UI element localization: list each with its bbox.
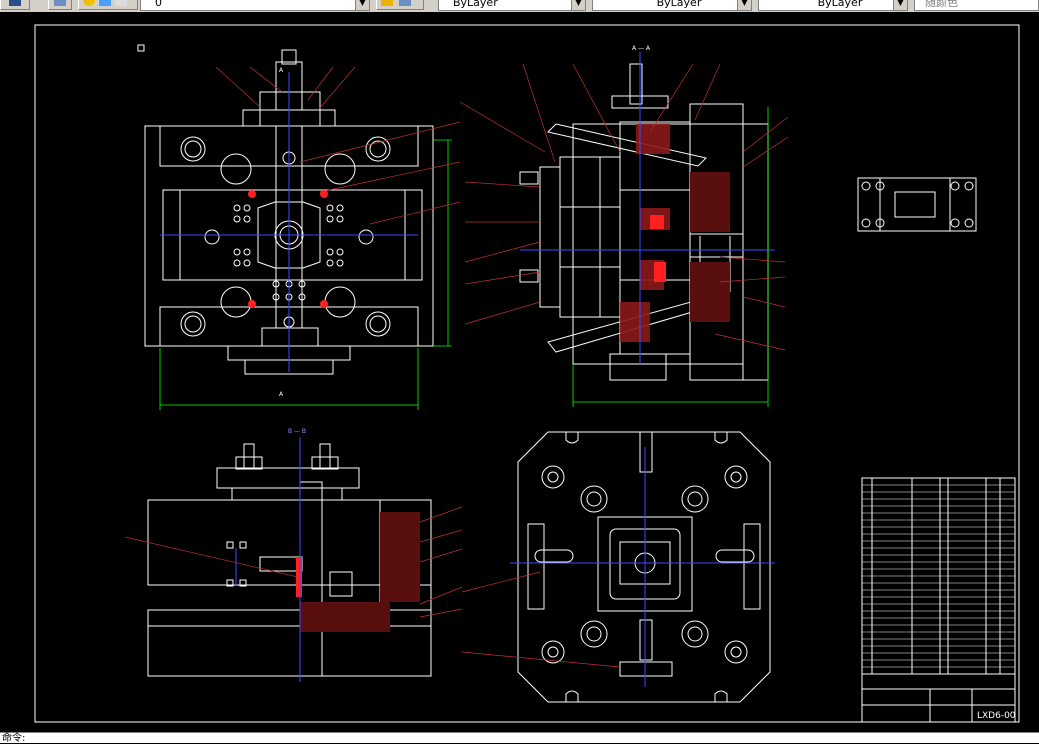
movable-half-view <box>517 431 771 703</box>
section-mark-a-top: A <box>279 67 284 74</box>
title-block-drawing-code: LXD6-00 <box>977 711 1016 721</box>
linetype-dropdown-value: ByLayer <box>656 0 702 9</box>
command-prompt: 命令: <box>2 733 26 744</box>
layer-dropdown[interactable]: 0 ▼ <box>140 0 370 11</box>
layers-icon <box>54 0 66 6</box>
layer-tools-buttons[interactable] <box>376 0 424 10</box>
centerlines <box>160 52 775 687</box>
linetype-dropdown[interactable]: ByLayer ▼ <box>592 0 752 11</box>
lineweight-dropdown-value: ByLayer <box>817 0 863 9</box>
detail-view <box>857 177 977 232</box>
section-b-b-title: B — B <box>288 428 306 435</box>
save-button[interactable] <box>0 0 30 10</box>
section-a-a-title: A — A <box>632 45 651 52</box>
chevron-down-icon[interactable]: ▼ <box>571 0 585 10</box>
plotstyle-dropdown[interactable]: 随颜色 <box>914 0 1039 11</box>
ucs-marker <box>137 44 145 52</box>
parts-list-rows <box>862 484 1015 668</box>
layer-manager-button[interactable] <box>48 0 72 10</box>
section-hatch <box>620 124 670 342</box>
drawing-border <box>34 24 1020 723</box>
view-labels: A A A — A B — B LXD6-00 <box>279 45 1016 721</box>
layer-dropdown-value: 0 <box>155 0 162 9</box>
color-dropdown[interactable]: ByLayer ▼ <box>438 0 586 11</box>
section-mark-a-bottom: A <box>279 391 284 398</box>
layer-state-buttons[interactable] <box>78 0 138 10</box>
sun-icon <box>99 0 111 6</box>
chevron-down-icon[interactable]: ▼ <box>893 0 907 10</box>
command-line[interactable]: 命令: <box>0 732 1039 744</box>
color-dropdown-value: ByLayer <box>453 0 498 9</box>
make-current-icon <box>381 0 393 6</box>
mold-assembly-drawing: A A A — A B — B LXD6-00 <box>34 24 1020 723</box>
lock-icon <box>115 0 127 6</box>
drawing-canvas[interactable]: A A A — A B — B LXD6-00 <box>0 12 1039 732</box>
parts-list-table <box>861 477 1016 723</box>
dimension-lines <box>159 107 769 410</box>
layer-previous-icon <box>399 0 411 6</box>
lineweight-dropdown[interactable]: ByLayer ▼ <box>758 0 908 11</box>
chevron-down-icon[interactable]: ▼ <box>737 0 751 10</box>
properties-toolbar: 0 ▼ ByLayer ▼ ByLayer ▼ ByLayer ▼ 随颜色 <box>0 0 1039 13</box>
bulb-icon <box>83 0 95 6</box>
floppy-icon <box>9 0 21 6</box>
cavity-highlight <box>248 190 666 597</box>
chevron-down-icon[interactable]: ▼ <box>355 0 369 10</box>
plotstyle-dropdown-value: 随颜色 <box>925 0 958 9</box>
hatch-dark <box>300 172 730 632</box>
leader-lines <box>124 63 789 668</box>
